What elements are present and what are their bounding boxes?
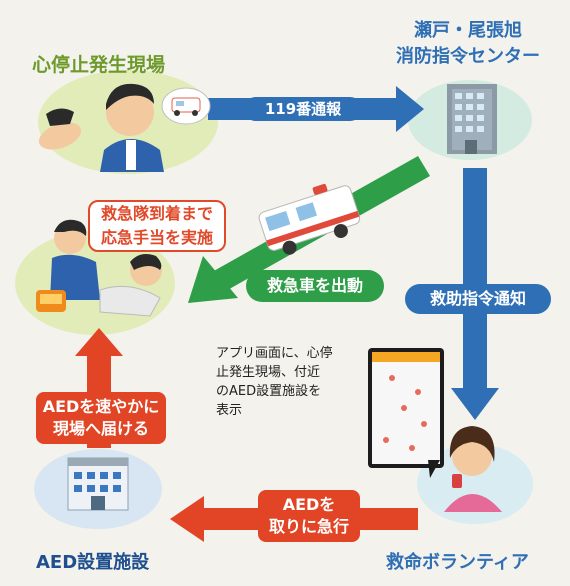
app-note-line4: 表示 [216, 403, 243, 418]
aed-fetch-line1: AEDを [282, 495, 336, 514]
first-aid-line1: 救急隊到着まで [100, 204, 213, 223]
ambulance-dispatch-label: 救急車を出動 [246, 270, 384, 302]
volunteer-illustration [444, 426, 502, 512]
ambulance-illustration [258, 183, 361, 255]
aed-facility-title: AED設置施設 [36, 552, 150, 573]
command-center-building [447, 84, 497, 154]
aed-deliver-line2: 現場へ届ける [52, 419, 149, 438]
scene-title: 心停止発生現場 [32, 54, 166, 76]
call-119-label: 119番通報 [244, 97, 362, 121]
rescue-notify-arrow [451, 168, 499, 420]
center-title-line1: 瀬戸・尾張旭 [414, 20, 522, 41]
aed-fetch-box: AEDを 取りに急行 [258, 490, 360, 542]
first-aid-line2: 応急手当を実施 [100, 228, 213, 247]
first-aid-box: 救急隊到着まで 応急手当を実施 [88, 200, 226, 252]
app-note: アプリ画面に、心停 止発生現場、付近 のAED設置施設を 表示 [216, 344, 366, 420]
center-title-line2: 消防指令センター [396, 46, 540, 67]
volunteer-title: 救命ボランティア [386, 552, 529, 573]
rescuer-illustration [36, 219, 162, 317]
aed-deliver-box: AEDを速やかに 現場へ届ける [36, 392, 166, 444]
volunteer-circle [417, 444, 533, 524]
aed-facility-building [67, 457, 129, 511]
caller-illustration [38, 83, 164, 172]
rescue-notify-label: 救助指令通知 [405, 284, 551, 314]
app-note-line2: 止発生現場、付近 [216, 365, 321, 380]
app-note-line3: のAED設置施設を [216, 384, 322, 399]
app-note-line1: アプリ画面に、心停 [216, 346, 333, 361]
app-screen [368, 348, 444, 478]
center-title: 瀬戸・尾張旭 消防指令センター [388, 18, 548, 70]
call-bubble [161, 87, 211, 125]
aed-deliver-line1: AEDを速やかに [42, 397, 160, 416]
aed-fetch-line2: 取りに急行 [268, 517, 349, 536]
